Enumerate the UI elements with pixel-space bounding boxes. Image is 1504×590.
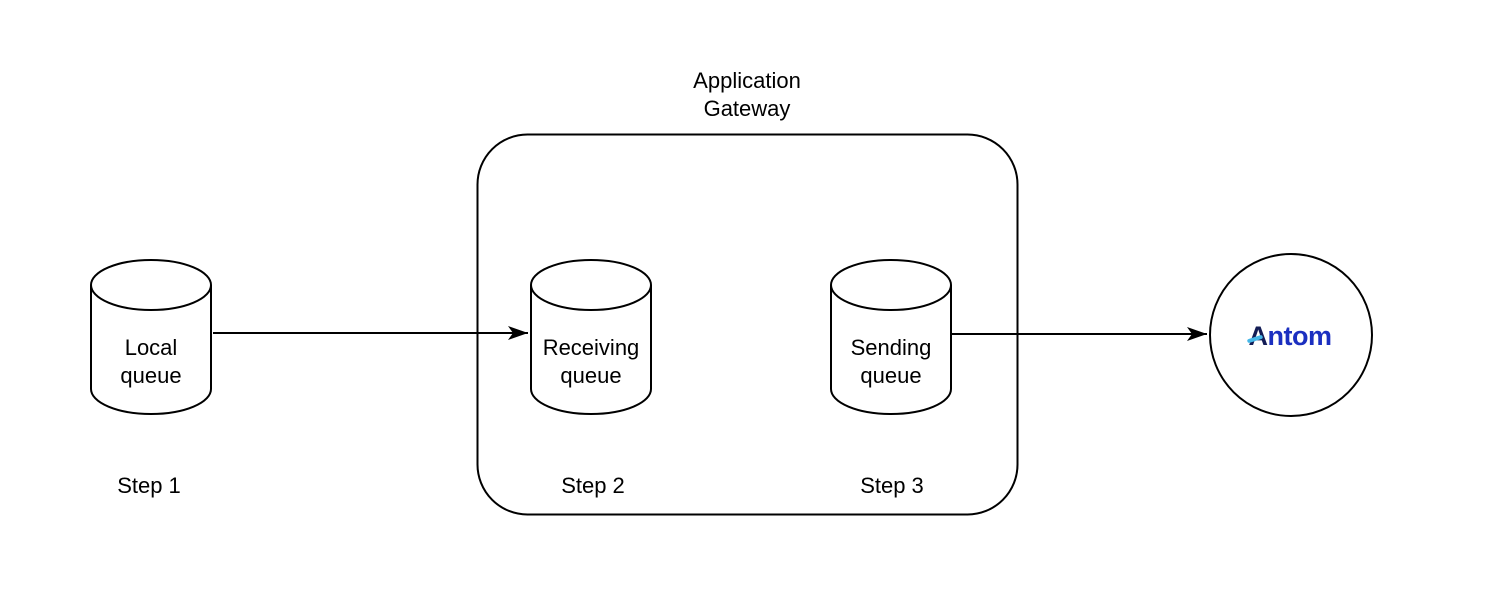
- application-gateway-label: Application Gateway: [693, 68, 801, 121]
- local-queue-label: Local queue: [120, 335, 182, 388]
- step-3-label: Step 3: [860, 473, 924, 498]
- antom-logo: Antom: [1249, 321, 1332, 351]
- receiving-queue-cylinder: [530, 259, 652, 415]
- local-queue-cylinder: [90, 259, 212, 415]
- step-1-label: Step 1: [117, 473, 181, 498]
- sending-queue-cylinder: [830, 259, 952, 415]
- receiving-queue-label: Receiving queue: [542, 335, 640, 388]
- sending-queue-label: Sending queue: [850, 335, 932, 388]
- application-gateway-container: [476, 133, 1019, 516]
- antom-circle: [1209, 253, 1373, 417]
- step-2-label: Step 2: [561, 473, 625, 498]
